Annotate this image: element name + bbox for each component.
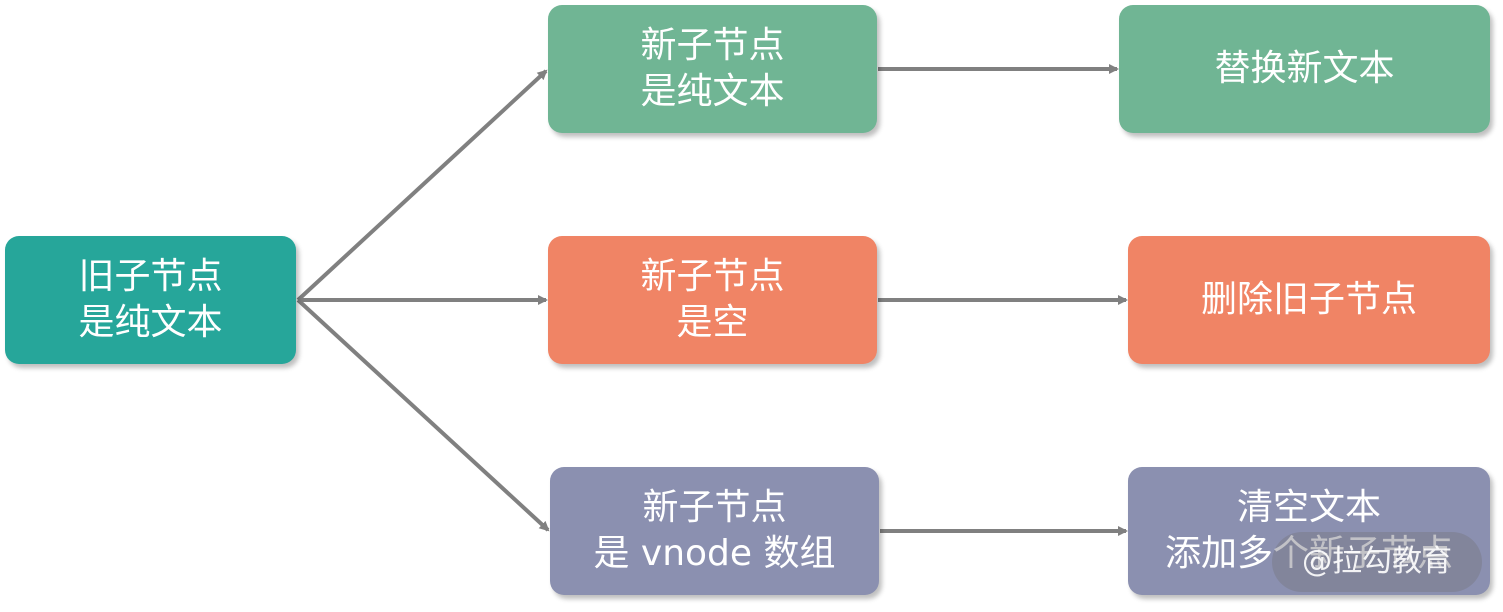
edge-root-to-text-case	[296, 69, 548, 302]
mount-children-result-line2: 添加多个新子节点	[1164, 533, 1453, 574]
replace-text-result-node: 替换新文本	[1119, 5, 1490, 133]
new-children-array-line1: 新子节点	[642, 487, 787, 528]
old-children-text-line1: 旧子节点	[78, 256, 223, 297]
mount-children-result-line1: 清空文本	[1236, 487, 1381, 528]
mount-children-result-node: 清空文本 添加多个新子节点	[1128, 467, 1490, 595]
new-children-array-line2: 是 vnode 数组	[593, 533, 836, 574]
new-children-empty-line2: 是空	[676, 302, 749, 343]
remove-children-result-label: 删除旧子节点	[1200, 279, 1417, 320]
new-children-empty-node: 新子节点 是空	[548, 236, 877, 364]
old-children-text-node: 旧子节点 是纯文本	[5, 236, 296, 364]
old-children-text-line2: 是纯文本	[78, 302, 223, 343]
new-children-array-node: 新子节点 是 vnode 数组	[550, 467, 879, 595]
new-children-text-node: 新子节点 是纯文本	[548, 5, 877, 133]
remove-children-result-node: 删除旧子节点	[1128, 236, 1490, 364]
new-children-empty-line1: 新子节点	[640, 256, 785, 297]
watermark: @拉勾教育	[1272, 532, 1482, 592]
new-children-text-line1: 新子节点	[640, 25, 785, 66]
edge-root-to-array-case	[296, 298, 550, 532]
new-children-text-line2: 是纯文本	[640, 71, 785, 112]
replace-text-result-label: 替换新文本	[1214, 48, 1395, 89]
